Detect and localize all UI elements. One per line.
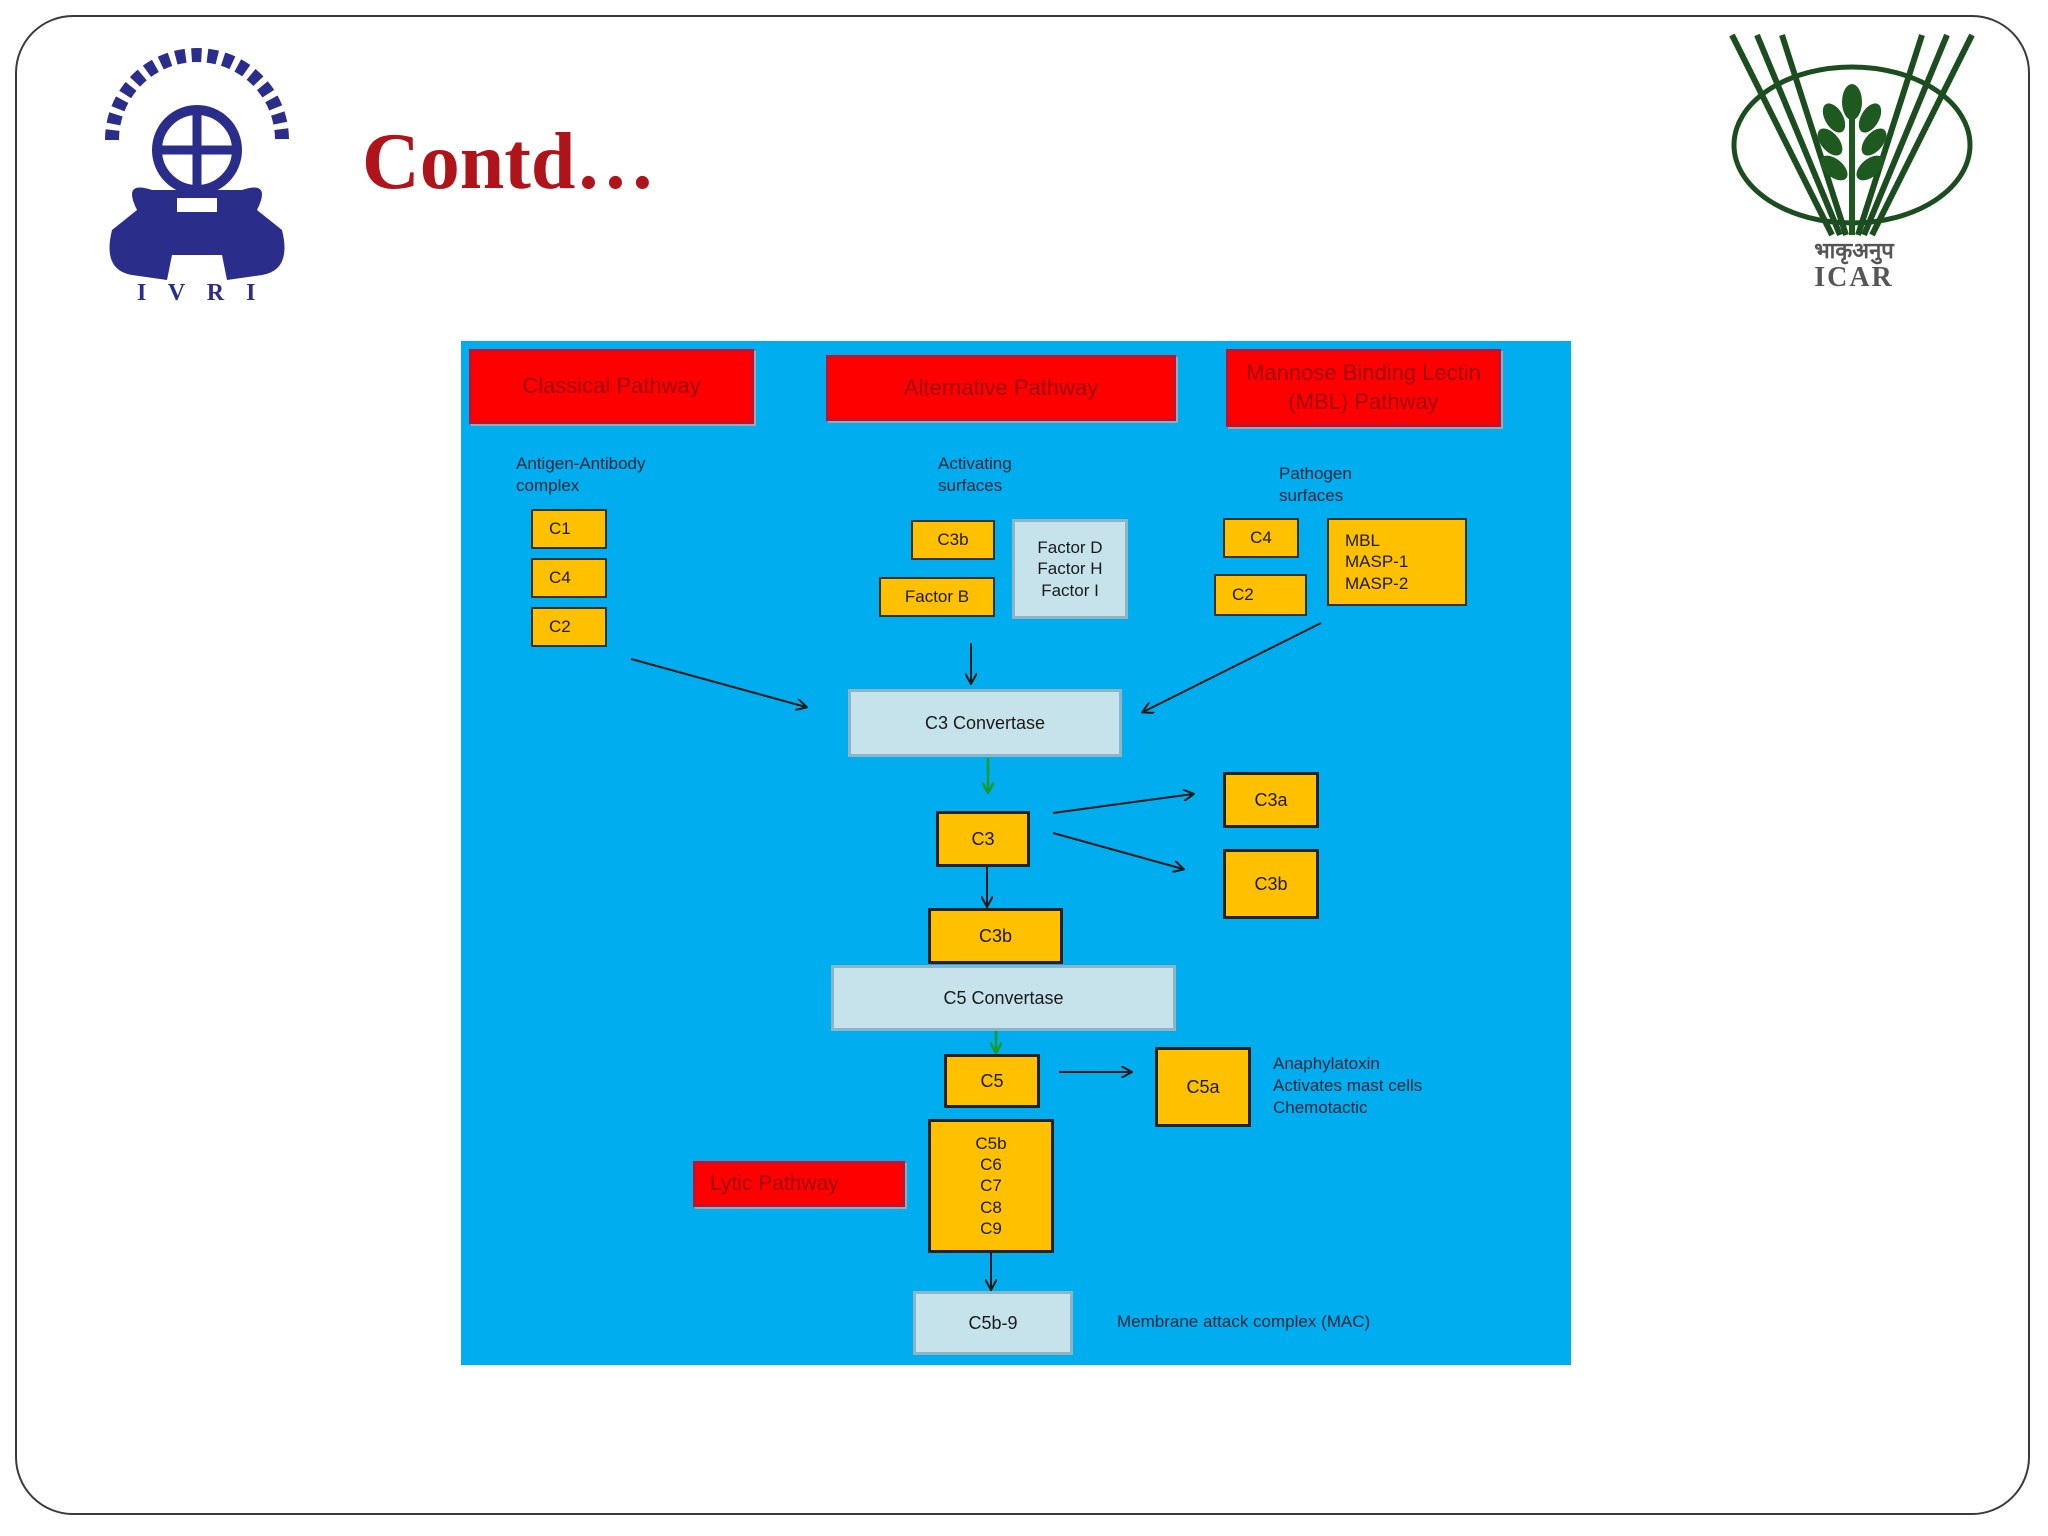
classical-c1: C1 <box>531 509 607 549</box>
alternative-factors-dhi: Factor D Factor H Factor I <box>1012 519 1128 619</box>
alternative-c3b: C3b <box>911 520 995 560</box>
c5a-note: Anaphylatoxin Activates mast cells Chemo… <box>1273 1054 1423 1118</box>
mbl-pathway-header: Mannose Binding Lectin (MBL) Pathway <box>1226 349 1501 427</box>
mbl-c2: C2 <box>1214 574 1307 616</box>
icar-logo: भाकृअनुप ICAR <box>1722 30 1982 293</box>
c5b-9: C5b-9 <box>913 1291 1073 1355</box>
classical-trigger-label: Antigen-Antibody complex <box>516 454 646 496</box>
alternative-factor-b: Factor B <box>879 577 995 617</box>
icar-abbr: ICAR <box>1814 262 1894 293</box>
ivri-abbr: I V R I <box>137 280 264 306</box>
slide-frame <box>15 15 2030 1515</box>
mbl-trigger-label: Pathogen surfaces <box>1279 464 1352 506</box>
classical-pathway-header: Classical Pathway <box>469 349 754 424</box>
icar-hindi: भाकृअनुप <box>1814 238 1894 263</box>
mbl-masp: MBL MASP-1 MASP-2 <box>1327 518 1467 606</box>
c3b: C3b <box>928 908 1063 964</box>
ivri-logo: I V R I <box>82 30 312 315</box>
c3-to-c3a-arrow <box>1052 794 1193 814</box>
mbl-to-c3-convertase-arrow <box>1143 622 1322 712</box>
alternative-trigger-label: Activating surfaces <box>938 454 1012 496</box>
classical-c4: C4 <box>531 558 607 598</box>
mbl-c4: C4 <box>1223 518 1299 558</box>
mac-components: C5b C6 C7 C8 C9 <box>928 1119 1054 1253</box>
classical-c2: C2 <box>531 607 607 647</box>
complement-pathway-diagram: Classical Pathway Alternative Pathway Ma… <box>461 341 1571 1365</box>
c5a: C5a <box>1155 1047 1251 1127</box>
c5: C5 <box>944 1054 1040 1108</box>
mac-label: Membrane attack complex (MAC) <box>1117 1312 1371 1331</box>
alternative-pathway-header: Alternative Pathway <box>826 355 1176 421</box>
slide-title: Contd… <box>362 118 656 206</box>
classical-to-c3-convertase-arrow <box>630 658 806 707</box>
c3: C3 <box>936 811 1030 867</box>
c3a: C3a <box>1223 772 1319 828</box>
c3-convertase: C3 Convertase <box>848 689 1122 757</box>
c3b-side: C3b <box>1223 849 1319 919</box>
c3-to-c3b-side-arrow <box>1052 832 1183 869</box>
c5-convertase: C5 Convertase <box>831 965 1176 1031</box>
pathway-arrows <box>630 622 1322 1365</box>
lytic-pathway-label: Lytic Pathway <box>693 1161 905 1207</box>
